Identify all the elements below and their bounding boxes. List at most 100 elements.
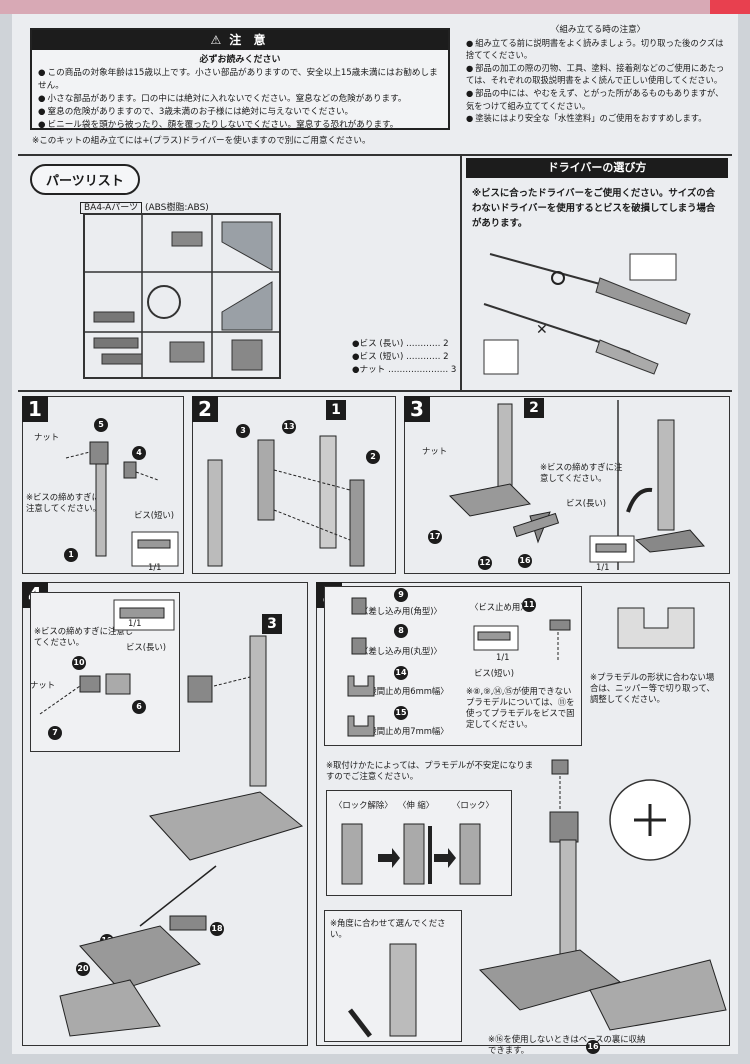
angle-diagram: [348, 943, 417, 1038]
step-number: 3: [404, 396, 430, 422]
hardware-counts: ●ビス (長い) ………… 2 ●ビス (短い) ………… 2 ●ナット …………: [352, 338, 456, 377]
bag-edge: [0, 0, 750, 14]
caution-item: 窒息の危険がありますので、3歳未満のお子様には絶対に与えないでください。: [38, 106, 442, 119]
part-number-badge: 12: [478, 556, 492, 570]
hardware-count-row: ●ビス (長い) ………… 2: [352, 339, 449, 349]
caution-item: ビニール袋を頭から被ったり、顔を覆ったりしないでください。窒息する恐れがあります…: [38, 119, 442, 132]
caution-header: ⚠注 意: [32, 30, 448, 50]
parts-runner-diagram: [83, 213, 281, 379]
caution-list: この商品の対象年齢は15歳以上です。小さい部品がありますので、安全以上15歳未満…: [32, 65, 448, 134]
lock-release-label: 〈ロック解除〉: [334, 800, 393, 810]
part-number-badge: 4: [132, 446, 146, 460]
screw-label: ビス(短い): [474, 668, 515, 678]
screw-stop-diagram: [473, 619, 571, 660]
step-1-diagram: [65, 441, 179, 567]
extend-label: 〈伸 縮〉: [398, 800, 435, 810]
peg-shapes: [347, 597, 375, 737]
lock-label: 〈ロック〉: [452, 800, 494, 810]
driver-choice-text: ※ビスに合ったドライバーをご使用ください。サイズの合わないドライバーを使用すると…: [472, 188, 716, 229]
step-2-panel: [192, 396, 396, 574]
screw-label: ビス(長い): [566, 498, 607, 508]
driver-choice-header: ドライバーの選び方: [466, 158, 728, 178]
divider: [460, 154, 462, 390]
part-number-badge: 15: [394, 706, 408, 720]
joint-7mm-label: 〈股間止め用7mm幅〉: [360, 726, 449, 736]
divider: [18, 154, 732, 156]
screw-label: ビス(長い): [126, 642, 167, 652]
step-1-panel: [22, 396, 184, 574]
step-3-panel: [404, 396, 730, 574]
part-number-badge: 3: [236, 424, 250, 438]
caution-item: この商品の対象年齢は15歳以上です。小さい部品がありますので、安全以上15歳未満…: [38, 67, 442, 93]
part-number-badge: 9: [394, 588, 408, 602]
step-number: 1: [22, 396, 48, 422]
part-number-badge: 6: [132, 700, 146, 714]
step-3-diagram: [448, 400, 706, 570]
caution-subtitle: 必ずお読みください: [199, 55, 281, 65]
part-number-badge: 2: [366, 450, 380, 464]
screw-label: ビス(短い): [134, 510, 175, 520]
tighten-note: ※ビスの締めすぎに注意してください。: [540, 462, 623, 483]
part-number-square: 2: [524, 398, 544, 418]
part-number-square: 1: [326, 400, 346, 420]
scale-label: 1/1: [596, 562, 610, 572]
divider: [18, 390, 732, 392]
peg-round-label: 〈差し込み用(丸型)〉: [360, 646, 442, 656]
step-2-diagram: [207, 435, 365, 567]
screwdriver-illustration: ✕: [483, 253, 691, 375]
part-number-badge: 1: [64, 548, 78, 562]
part-number-badge: 13: [282, 420, 296, 434]
svg-text:✕: ✕: [536, 322, 548, 338]
warning-icon: ⚠: [210, 33, 226, 47]
assembly-note: 部品の加工の際の刃物、工具、塗料、接着剤などのご使用にあたっては、それぞれの取扱…: [466, 62, 730, 87]
scale-label: 1/1: [128, 618, 142, 628]
scale-label: 1/1: [148, 562, 162, 572]
hardware-count-row: ●ビス (短い) ………… 2: [352, 352, 449, 362]
caution-title: 注 意: [229, 33, 270, 47]
runner-material: (ABS樹脂:ABS): [144, 203, 209, 213]
step-number: 2: [192, 396, 218, 422]
parts-list-title: パーツリスト: [30, 164, 140, 195]
step-4-diagram: [39, 599, 304, 1037]
caution-item: 小さな部品があります。口の中には絶対に入れないでください。窒息などの危険がありま…: [38, 93, 442, 106]
driver-footnote: ※このキットの組み立てには+(プラス)ドライバーを使いますので別にご用意ください…: [32, 136, 371, 146]
part-number-badge: 18: [210, 922, 224, 936]
part-number-badge: 10: [72, 656, 86, 670]
step-5-panel: [316, 582, 730, 1046]
assembly-notes: 〈組み立てる時の注意〉 組み立てる前に説明書をよく読みましょう。切り取った後のク…: [466, 24, 730, 148]
part-number-square: 3: [262, 614, 282, 634]
trim-diagram: [617, 607, 695, 649]
peg-square-label: 〈差し込み用(角型)〉: [360, 606, 442, 616]
scale-label: 1/1: [496, 652, 510, 662]
assembled-stand-diagram: [478, 759, 727, 1031]
angle-note: ※角度に合わせて選んでください。: [330, 918, 446, 939]
tighten-note: ※ビスの締めすぎに注意してください。: [34, 626, 134, 647]
hardware-count-row: ●ナット ………………… 3: [352, 365, 457, 375]
unstable-note: ※取付けかたによっては、プラモデルが不安定になりますのでご注意ください。: [326, 760, 534, 781]
runner-label: BA4-Aパーツ (ABS樹脂:ABS): [80, 200, 209, 214]
caution-box: ⚠注 意 必ずお読みください この商品の対象年齢は15歳以上です。小さい部品があ…: [30, 28, 450, 130]
screw-fix-note: ※⑧,⑨,⑭,⑮が使用できないプラモデルについては、⑪を使ってプラモデルをビスで…: [466, 686, 575, 729]
part-number-badge: 11: [522, 598, 536, 612]
joint-6mm-label: 〈股間止め用6mm幅〉: [360, 686, 449, 696]
nut-label: ナット: [34, 432, 60, 442]
storage-note: ※⑯を使用しないときはベースの裏に収納できます。: [488, 1034, 646, 1055]
part-number-badge: 20: [76, 962, 90, 976]
step-4-panel: [22, 582, 308, 1046]
nut-label: ナット: [422, 446, 448, 456]
part-number-badge: 17: [428, 530, 442, 544]
assembly-note: 塗装にはより安全な「水性塗料」のご使用をおすすめします。: [466, 112, 730, 125]
nut-label: ナット: [30, 680, 56, 690]
part-number-badge: 7: [48, 726, 62, 740]
part-number-badge: 8: [394, 624, 408, 638]
assembly-notes-header: 〈組み立てる時の注意〉: [550, 25, 646, 35]
bag-edge-accent: [710, 0, 750, 14]
screw-stop-label: 〈ビス止め用〉: [470, 602, 529, 612]
lock-mechanism-diagram: [341, 823, 481, 885]
tighten-note: ※ビスの締めすぎに注意してください。: [26, 492, 101, 513]
assembly-note: 部品の中には、やむをえず、とがった所があるものもありますが、気をつけて組み立てて…: [466, 87, 730, 112]
assembly-note: 組み立てる前に説明書をよく読みましょう。切り取った後のクズは捨ててください。: [466, 37, 730, 62]
part-number-badge: 16: [518, 554, 532, 568]
step-4-detail-box: [30, 592, 180, 752]
part-number-badge: 14: [394, 666, 408, 680]
